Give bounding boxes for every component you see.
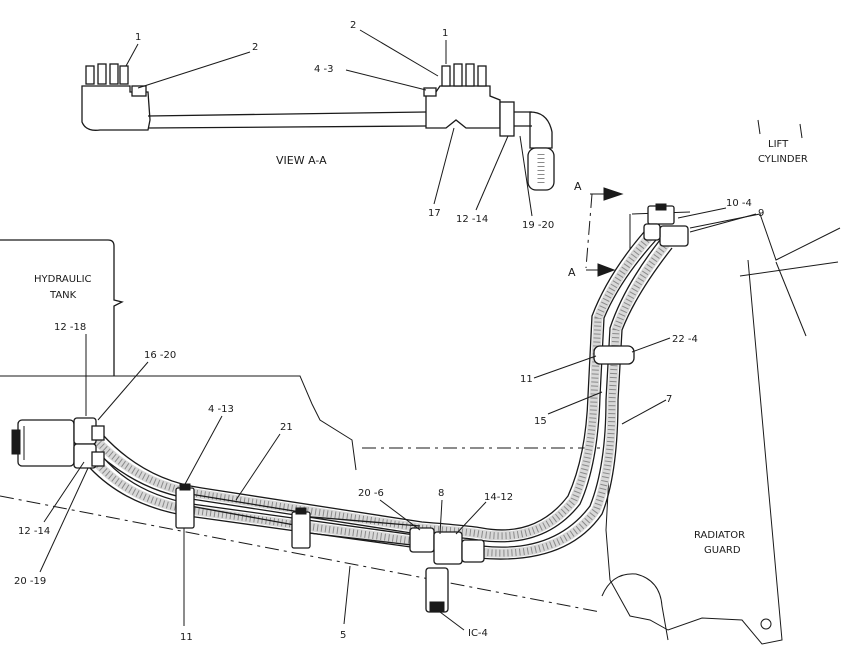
- callout-11-bottom: 11: [180, 632, 193, 643]
- view-a-a: VIEW A-A 1 2 2 1 4 -3 17 12 -14 19 -20: [81, 20, 555, 231]
- view-callout-1-left: 1: [135, 32, 141, 43]
- tube-21: [189, 493, 421, 547]
- callout-ic-4: IC-4: [468, 628, 488, 639]
- hydraulic-tank-label-line2: TANK: [49, 290, 77, 301]
- callout-15: 15: [534, 416, 547, 427]
- fittings: [73, 203, 689, 613]
- lift-cylinder-label-line2: CYLINDER: [758, 154, 808, 165]
- lift-cylinder-area: LIFT CYLINDER RADIATOR GUARD: [601, 119, 841, 645]
- main-callouts: 12 -18 16 -20 4 -13 21 12 -14 20 -19 11 …: [14, 198, 764, 643]
- section-marker-top: A: [574, 180, 582, 193]
- radiator-guard-label-line1: RADIATOR: [694, 530, 745, 541]
- view-callout-12-14: 12 -14: [456, 214, 488, 225]
- callout-20-19: 20 -19: [14, 576, 46, 587]
- frame-lines: [0, 447, 604, 613]
- section-marker-a-a: A A: [568, 180, 624, 279]
- hydraulic-tank-label-line1: HYDRAULIC: [34, 274, 92, 285]
- callout-11-right: 11: [520, 374, 533, 385]
- view-callout-4-3: 4 -3: [314, 64, 334, 75]
- callout-14-12: 14-12: [484, 492, 513, 503]
- callout-7: 7: [666, 394, 672, 405]
- callout-12-14: 12 -14: [18, 526, 50, 537]
- lift-cylinder-label-line1: LIFT: [768, 139, 789, 150]
- view-title: VIEW A-A: [276, 154, 327, 167]
- callout-12-18: 12 -18: [54, 322, 86, 333]
- view-callout-17: 17: [428, 208, 441, 219]
- view-callout-2-left: 2: [252, 42, 258, 53]
- callout-10-4: 10 -4: [726, 198, 752, 209]
- callout-4-13: 4 -13: [208, 404, 234, 415]
- callout-22-4: 22 -4: [672, 334, 698, 345]
- hydraulic-tank: HYDRAULIC TANK: [0, 239, 357, 471]
- callout-5: 5: [340, 630, 346, 641]
- section-marker-bottom: A: [568, 266, 576, 279]
- callout-20-6: 20 -6: [358, 488, 384, 499]
- view-callout-19-20: 19 -20: [522, 220, 554, 231]
- view-callout-1-right: 1: [442, 28, 448, 39]
- callout-8: 8: [438, 488, 444, 499]
- view-callout-2-right: 2: [350, 20, 356, 31]
- callout-21: 21: [280, 422, 293, 433]
- radiator-guard-label-line2: GUARD: [704, 545, 741, 556]
- callout-16-20: 16 -20: [144, 350, 176, 361]
- callout-9: 9: [758, 208, 764, 219]
